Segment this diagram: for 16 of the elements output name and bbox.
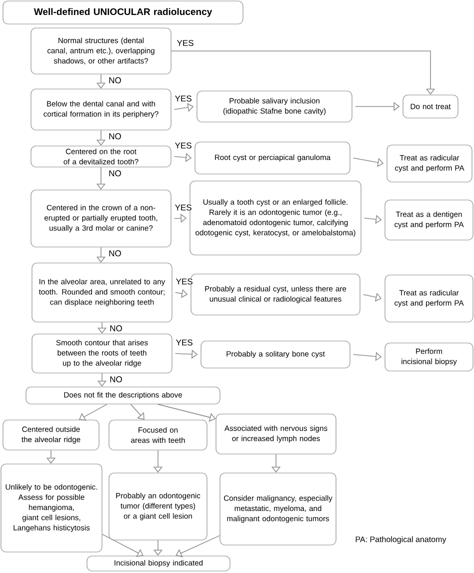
edge-label: NO <box>109 376 123 383</box>
edge-label: YES <box>174 142 192 150</box>
edge-label: NO <box>108 132 122 140</box>
edge-label: YES <box>175 339 194 346</box>
title-box: Well-defined UNIOCULAR radiolucency <box>2 0 244 24</box>
edge-label: NO <box>109 324 123 332</box>
edge-label: NO <box>108 76 122 84</box>
edge-label: NO <box>108 170 122 177</box>
edge-label: YES <box>175 278 194 286</box>
edge-label: NO <box>108 250 122 257</box>
edge-label: YES <box>176 40 194 46</box>
edge-label: YES <box>174 204 192 211</box>
note: PA: Pathological anatomy <box>356 536 446 544</box>
edge-label: YES <box>174 95 192 102</box>
arrow <box>130 404 144 420</box>
arrow <box>176 535 220 558</box>
